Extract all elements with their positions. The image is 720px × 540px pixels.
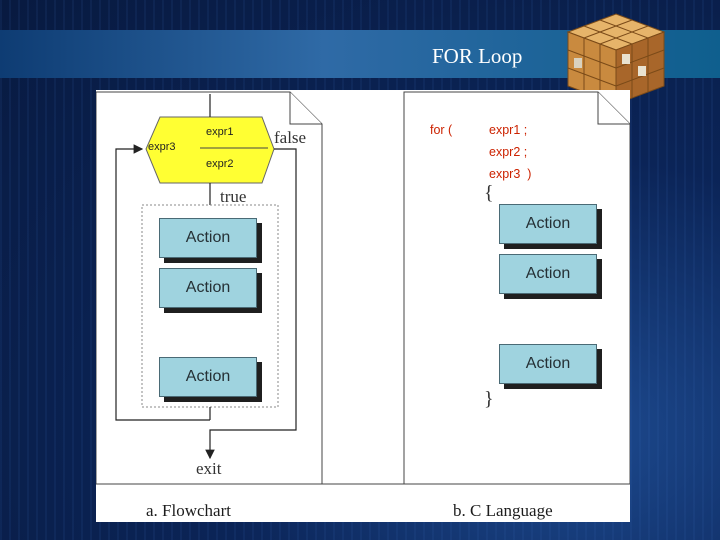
decision-hexagon [145, 116, 275, 184]
code-action-3: Action [499, 344, 597, 384]
for-keyword: for ( [430, 123, 453, 137]
flowchart-caption: a. Flowchart [146, 501, 231, 520]
expr1-label: expr1 [206, 126, 234, 138]
flowchart-action-1: Action [159, 218, 257, 258]
flowchart-action-3: Action [159, 357, 257, 397]
cube-logo-icon [566, 13, 666, 105]
code-expr2: expr2 ; [489, 145, 528, 159]
slide-title: FOR Loop [432, 44, 523, 68]
code-expr1: expr1 ; [489, 123, 528, 137]
close-brace: } [484, 388, 494, 410]
code-action-1: Action [499, 204, 597, 244]
exit-label: exit [196, 459, 222, 478]
code-expr3: expr3 ) [489, 167, 532, 181]
flowchart-action-2: Action [159, 268, 257, 308]
diagram-panel: expr1 expr2 expr3 false true Action Acti… [96, 90, 630, 522]
c-language-caption: b. C Language [453, 501, 553, 520]
true-label: true [220, 187, 247, 206]
code-action-2: Action [499, 254, 597, 294]
expr3-label: expr3 [148, 141, 176, 153]
false-label: false [274, 128, 307, 147]
open-brace: { [484, 182, 494, 204]
expr2-label: expr2 [206, 158, 234, 170]
